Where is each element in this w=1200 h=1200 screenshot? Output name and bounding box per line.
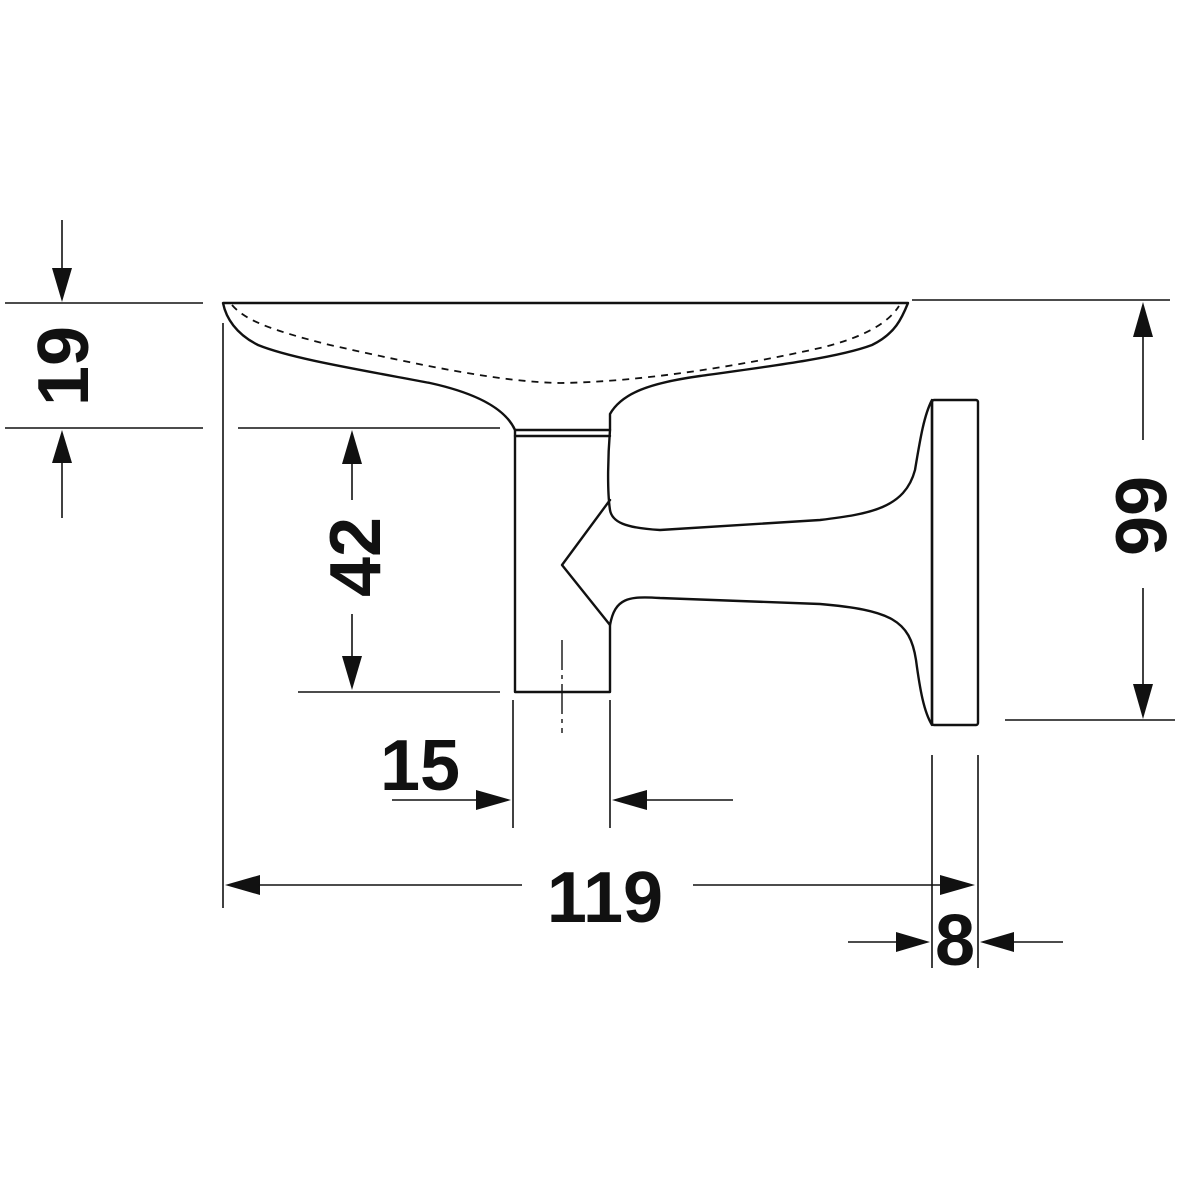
dish-outline [221,301,910,432]
dimension-arm-height: 42 [316,430,396,690]
dimension-label-15: 15 [380,726,460,806]
dimension-total-width: 119 [225,858,975,938]
dimension-label-8: 8 [935,901,975,981]
dimension-label-19: 19 [24,326,104,406]
arrow-up-icon [52,430,72,463]
arrow-left-icon [612,790,647,810]
arrow-down-icon [1133,684,1153,719]
dimension-label-119: 119 [547,858,663,938]
arrow-down-icon [52,268,72,302]
arrow-right-icon [896,932,930,952]
dimension-arm-width: 15 [380,726,733,810]
dimension-bowl-height: 19 [24,220,104,518]
arrow-up-icon [1133,302,1153,337]
arrow-down-icon [342,656,362,690]
wall-plate [930,398,980,727]
arrow-left-icon [225,875,260,895]
arrow-left-icon [980,932,1014,952]
arm-outline [560,398,934,727]
dimension-label-42: 42 [316,517,396,597]
dimension-plate-thickness: 8 [848,901,1063,981]
soap-dish-side-view [221,301,980,733]
dimension-total-height: 66 [1100,302,1180,719]
dish-inner-hidden-line [231,304,900,384]
arrow-right-icon [476,790,511,810]
extension-lines [5,299,1175,968]
arrow-right-icon [940,875,975,895]
dimension-label-66: 66 [1100,476,1180,556]
arrow-up-icon [342,430,362,464]
